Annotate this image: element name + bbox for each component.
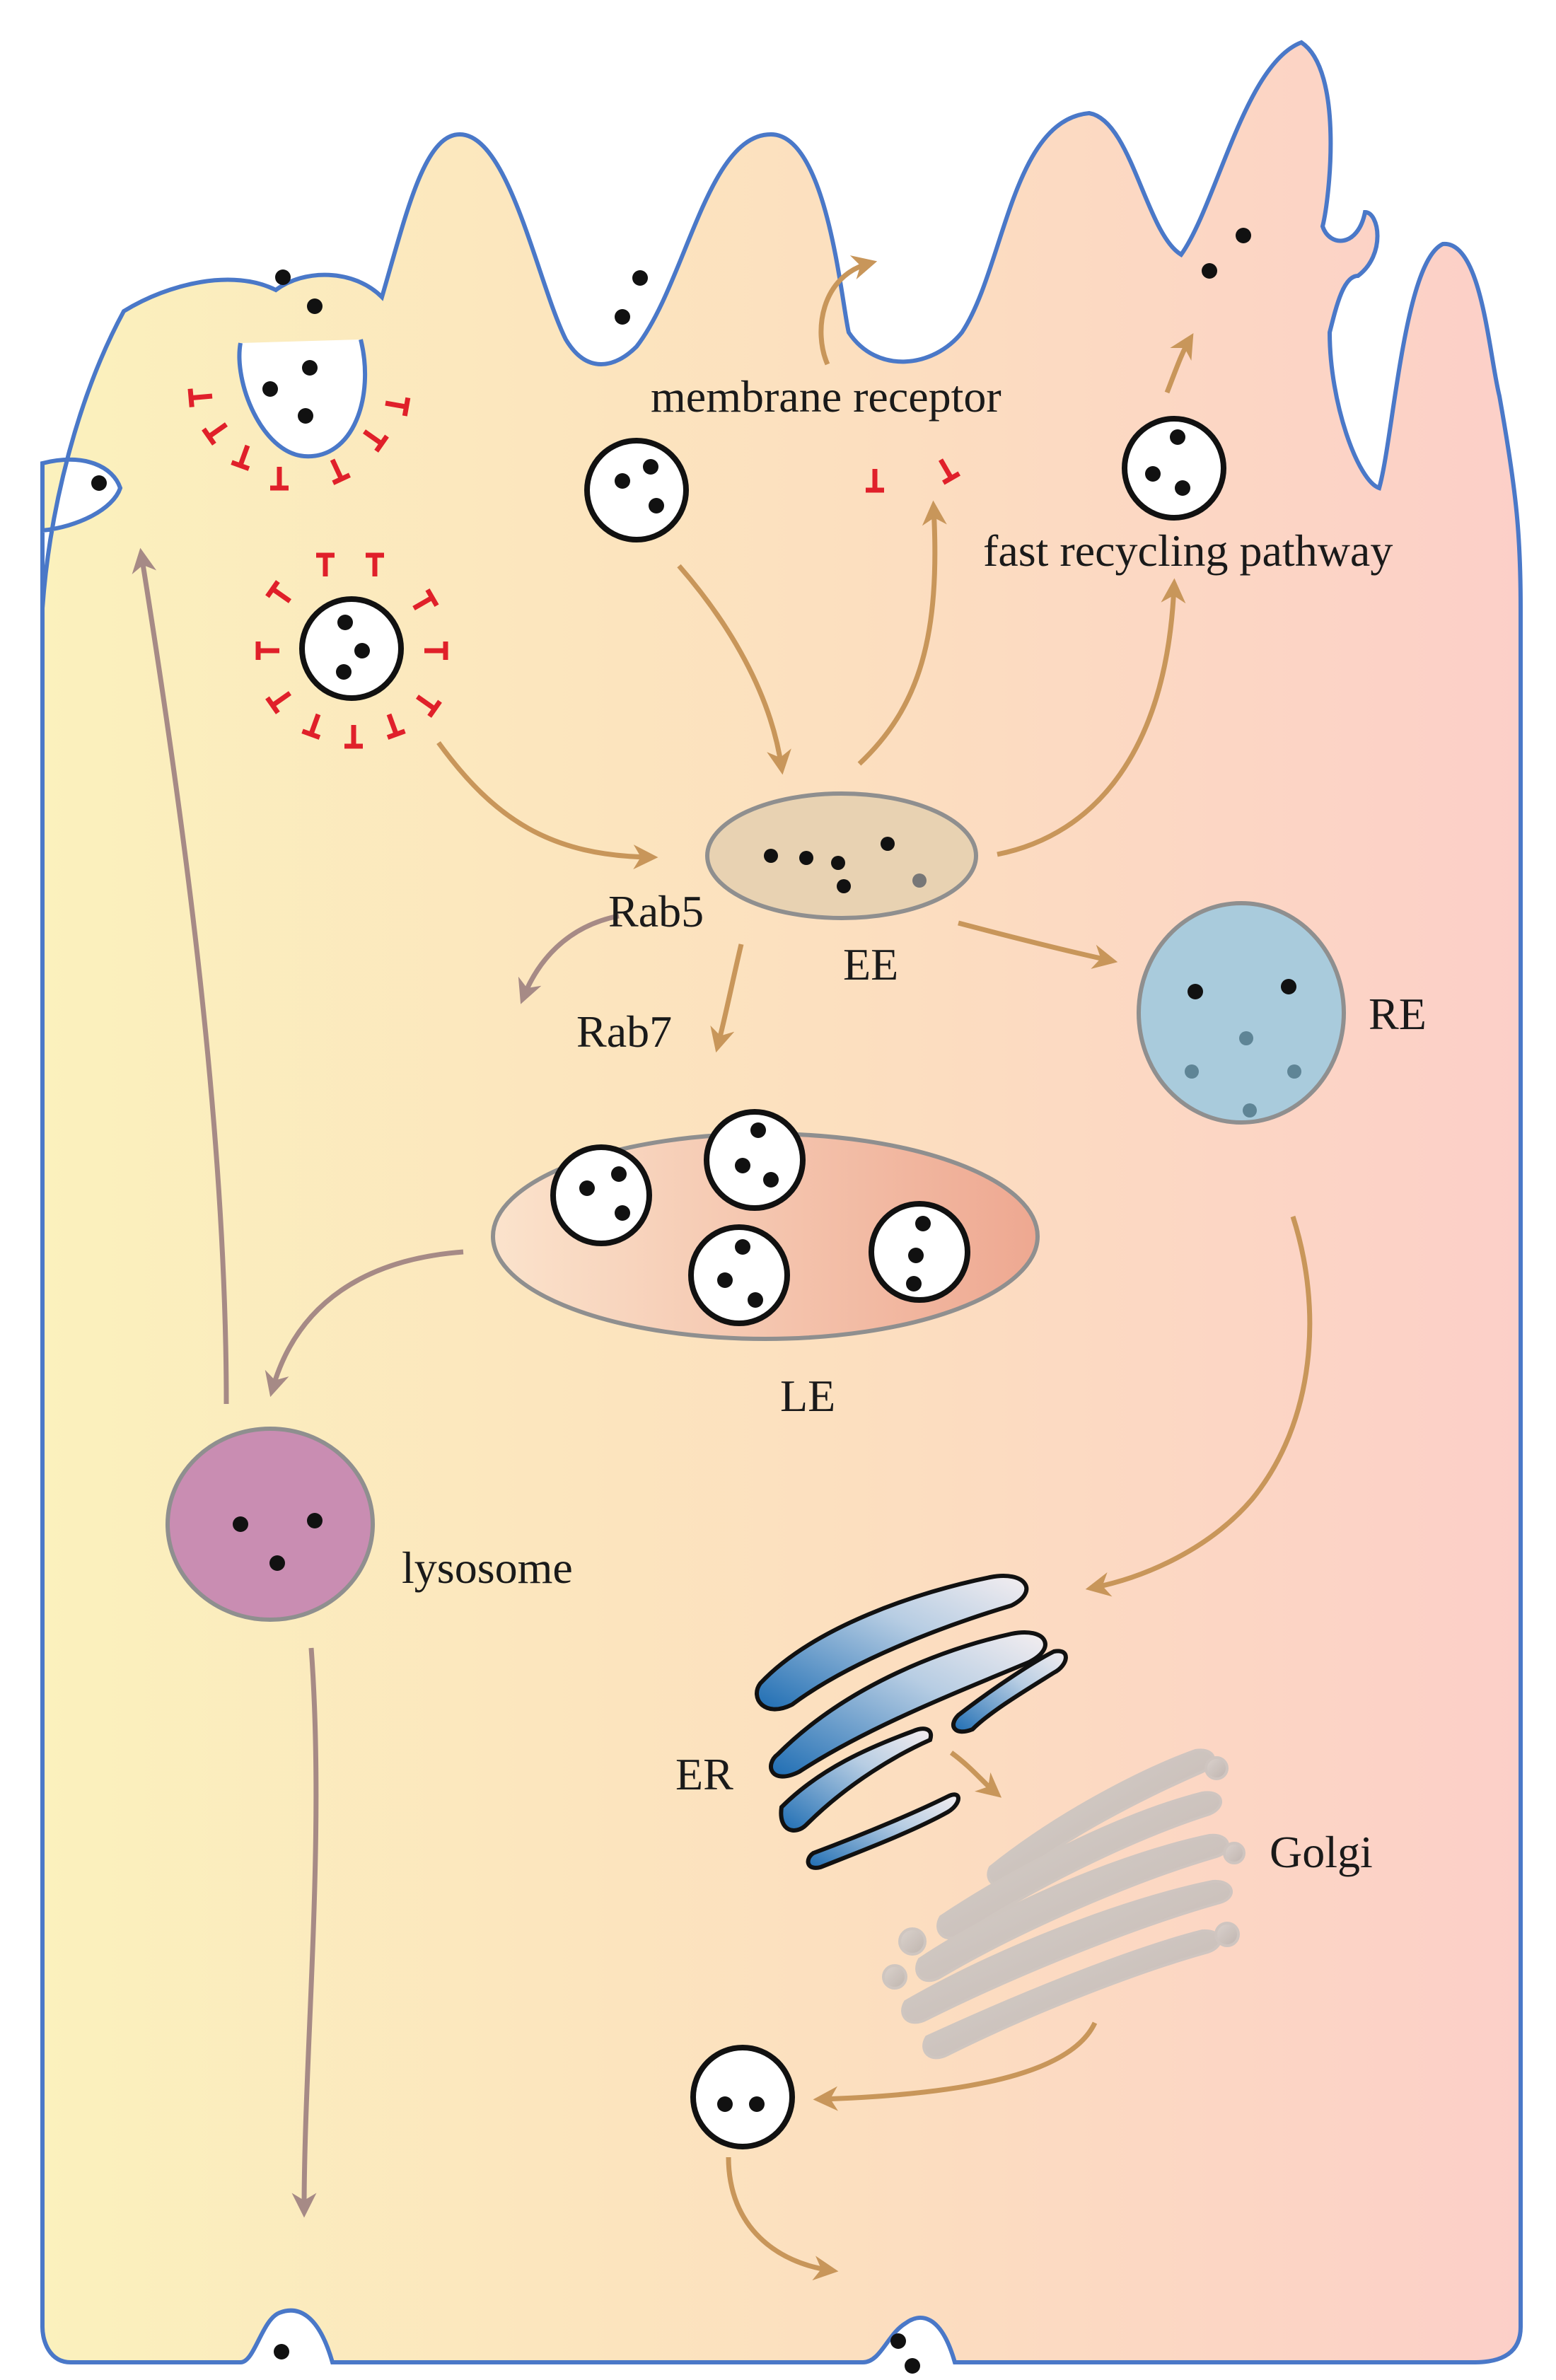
rab7-label: Rab7	[576, 1006, 672, 1057]
recycling-endosome	[1137, 901, 1346, 1125]
mauve-arrows	[132, 547, 620, 2218]
secretory-vesicle	[690, 2045, 795, 2149]
fast-recycling-label: fast recycling pathway	[983, 526, 1393, 576]
lysosome-label: lysosome	[402, 1543, 573, 1593]
rab5-label: Rab5	[608, 886, 704, 936]
lysosome	[166, 1427, 375, 1622]
endoplasmic-reticulum	[755, 1574, 1068, 1870]
early-endosome	[705, 791, 978, 920]
late-endosome	[491, 1109, 1040, 1341]
vesicle-1	[584, 438, 689, 542]
le-label: LE	[780, 1371, 835, 1421]
golgi-label: Golgi	[1270, 1827, 1373, 1877]
ee-label: EE	[843, 939, 898, 989]
extracellular-cargo	[91, 228, 1251, 491]
membrane-receptor-label: membrane receptor	[651, 371, 1001, 422]
er-label: ER	[675, 1749, 733, 1799]
re-label: RE	[1369, 989, 1427, 1039]
coated-vesicle	[258, 555, 446, 746]
tan-arrows	[436, 255, 1313, 2281]
vesicle-recycling	[1122, 416, 1226, 521]
golgi-apparatus	[882, 1748, 1246, 2060]
exocytosed-cargo	[274, 2333, 920, 2374]
endocytic-pit	[190, 269, 408, 488]
